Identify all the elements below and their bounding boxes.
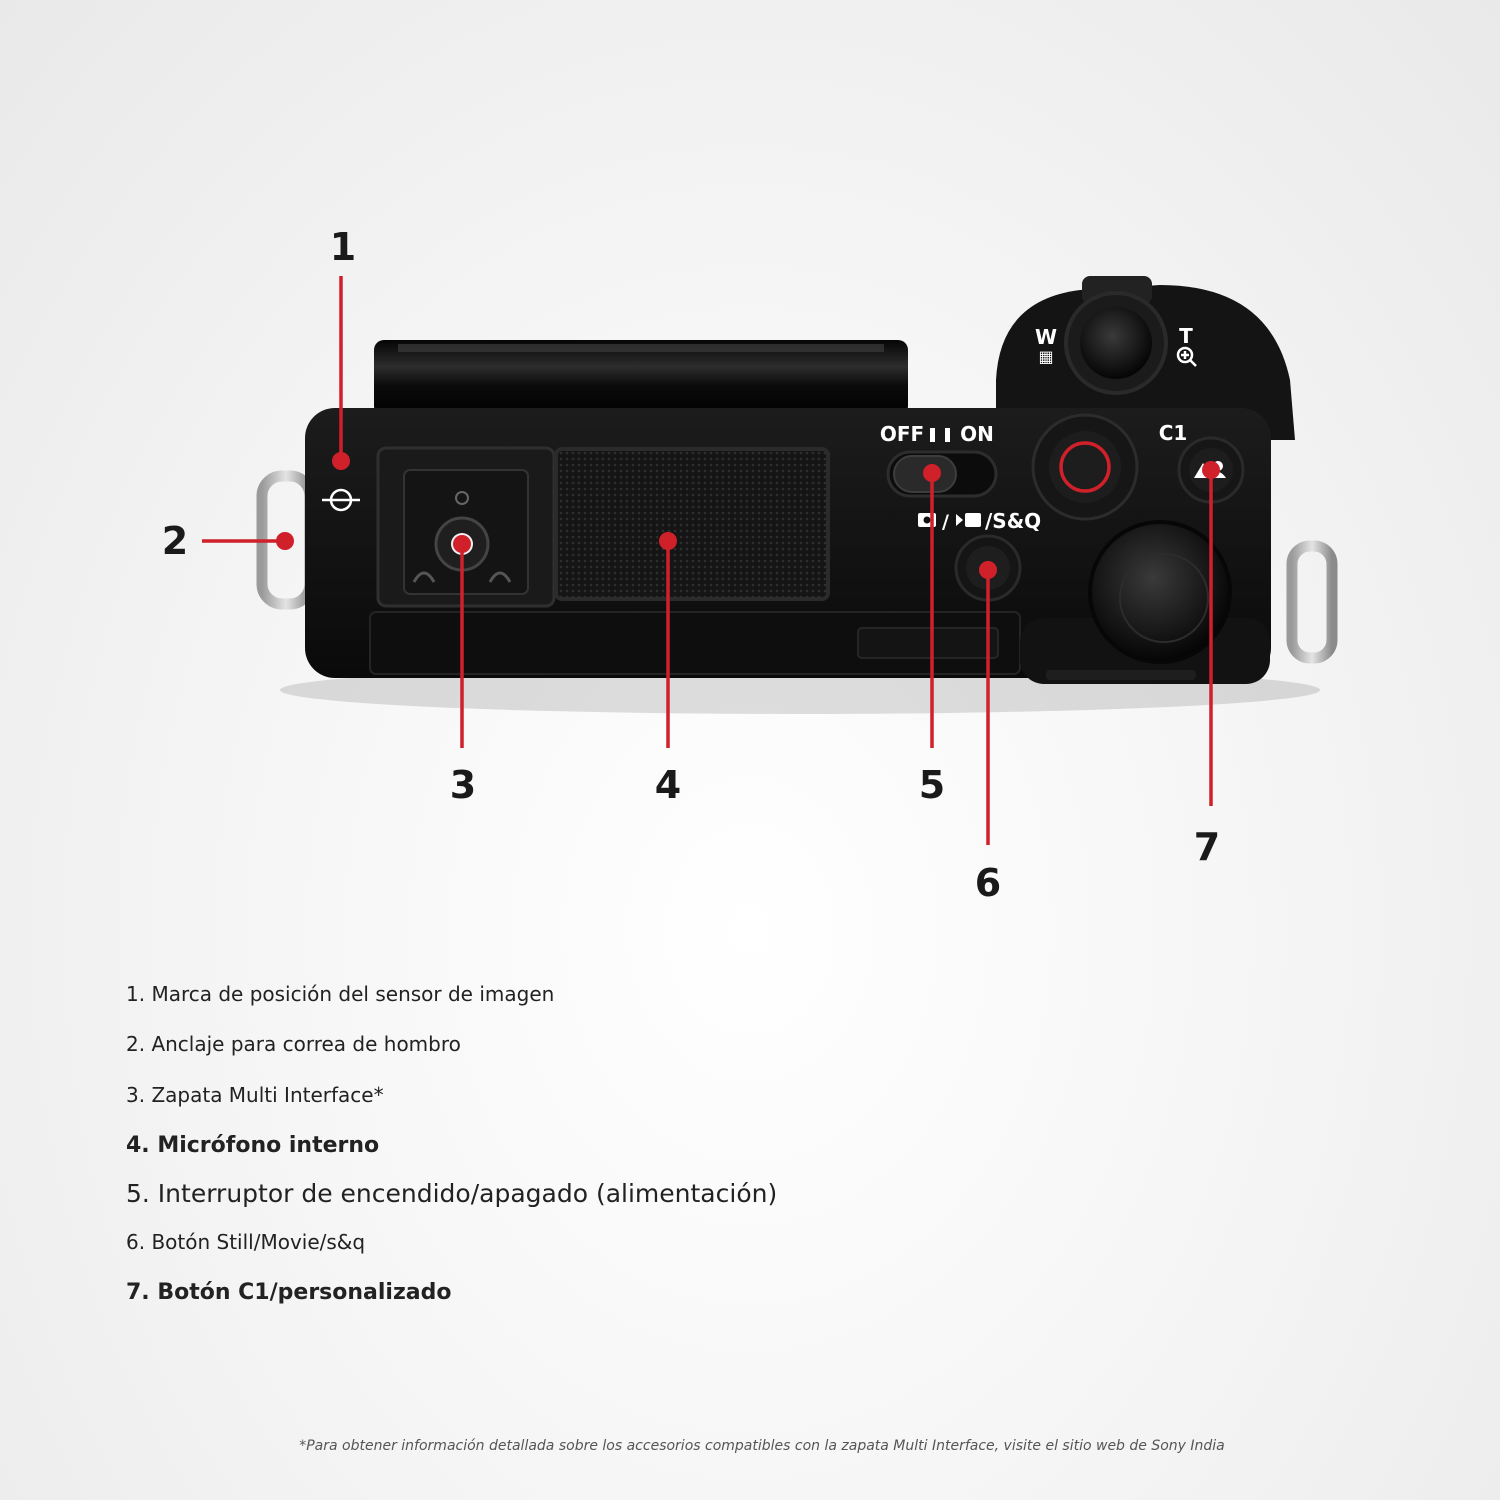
camera-top-view-diagram: W ▦ T OFF ON C1 / xyxy=(162,225,1338,905)
legend-item-3: 3. Zapata Multi Interface* xyxy=(126,1083,384,1107)
callout-number-2: 2 xyxy=(162,519,188,563)
callout-number-6: 6 xyxy=(975,861,1001,905)
callout-number-5: 5 xyxy=(919,763,945,807)
power-switch-marker-2 xyxy=(945,428,950,442)
sensor-mark-icon xyxy=(329,488,353,512)
record-ring xyxy=(1059,441,1111,493)
zoom-tele-label: T xyxy=(1179,324,1193,348)
strap-lug-right xyxy=(1286,540,1338,664)
hot-shoe-clips xyxy=(412,571,512,583)
power-switch-marker-1 xyxy=(930,428,935,442)
mode-dial-center xyxy=(1119,553,1209,643)
power-off-label: OFF xyxy=(880,422,924,446)
power-on-label: ON xyxy=(960,422,994,446)
custom-button-label: C1 xyxy=(1159,421,1188,445)
hot-shoe-pin xyxy=(455,491,469,505)
callout-dot-6 xyxy=(979,561,997,579)
callout-number-3: 3 xyxy=(450,763,476,807)
grip-bottom-ridges xyxy=(1046,670,1196,680)
tele-magnify-icon xyxy=(1176,346,1197,367)
mode-dial[interactable] xyxy=(1088,520,1232,664)
mode-movie-icon xyxy=(956,513,981,527)
zoom-wide-label: W xyxy=(1035,325,1057,349)
mode-slash-separator: / xyxy=(942,511,949,533)
footnote: *Para obtener información detallada sobr… xyxy=(299,1438,1225,1454)
callout-dot-5 xyxy=(923,464,941,482)
legend-item-7: 7. Botón C1/personalizado xyxy=(126,1280,452,1305)
callout-lines xyxy=(202,276,1213,845)
callout-dots xyxy=(276,452,1220,579)
internal-microphone-grille xyxy=(554,447,830,601)
wide-grid-icon: ▦ xyxy=(1038,347,1053,366)
callout-number-1: 1 xyxy=(330,225,356,269)
callout-dot-3 xyxy=(453,535,471,553)
body-slot xyxy=(857,627,999,659)
callout-dot-4 xyxy=(659,532,677,550)
lens-barrel xyxy=(374,340,908,416)
shutter-button[interactable] xyxy=(1080,307,1152,379)
callout-dot-2 xyxy=(276,532,294,550)
lens-ring xyxy=(398,344,884,352)
mode-button-label: /S&Q xyxy=(985,509,1041,533)
callout-number-4: 4 xyxy=(655,763,681,807)
callout-dot-1 xyxy=(332,452,350,470)
legend-item-4: 4. Micrófono interno xyxy=(126,1133,380,1158)
legend-item-6: 6. Botón Still/Movie/s&q xyxy=(126,1230,366,1254)
legend-item-1: 1. Marca de posición del sensor de image… xyxy=(126,982,555,1006)
callout-dot-7 xyxy=(1202,461,1220,479)
legend-item-5: 5. Interruptor de encendido/apagado (ali… xyxy=(126,1179,778,1208)
callout-number-7: 7 xyxy=(1194,825,1220,869)
legend-item-2: 2. Anclaje para correa de hombro xyxy=(126,1032,461,1056)
